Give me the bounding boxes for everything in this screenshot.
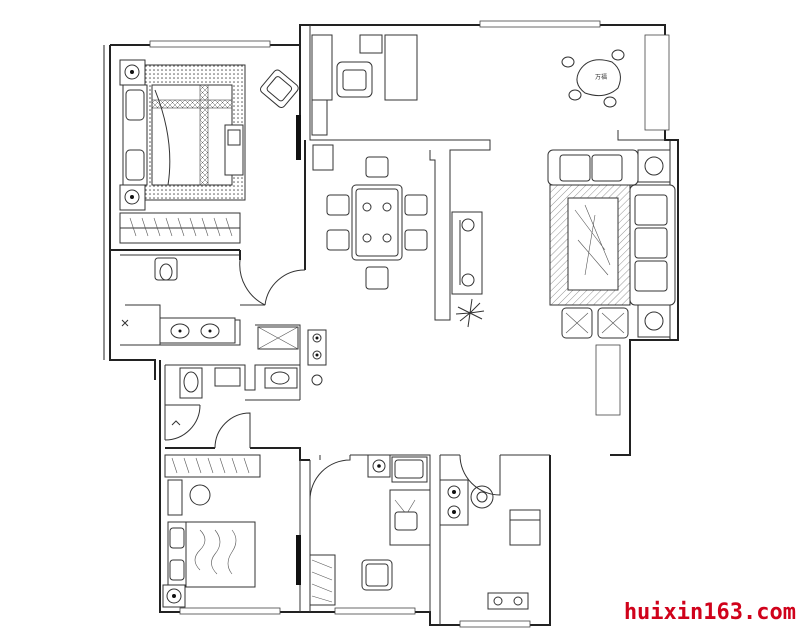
master-bedroom (119, 59, 301, 244)
dining-area (312, 144, 485, 328)
living-room: 万福 (311, 34, 676, 339)
study-room (309, 454, 431, 606)
master-bath (121, 257, 236, 344)
pebble-coffee-table: 万福 (561, 49, 625, 108)
plant-label: 万福 (595, 73, 607, 81)
utility-column (307, 329, 327, 386)
watermark-text: huixin163.com (623, 600, 796, 625)
second-bedroom (162, 454, 301, 608)
kitchen (439, 479, 541, 610)
windows (149, 20, 670, 628)
door-swings (164, 259, 501, 501)
sofa-set (547, 149, 676, 339)
second-bath (171, 326, 299, 426)
